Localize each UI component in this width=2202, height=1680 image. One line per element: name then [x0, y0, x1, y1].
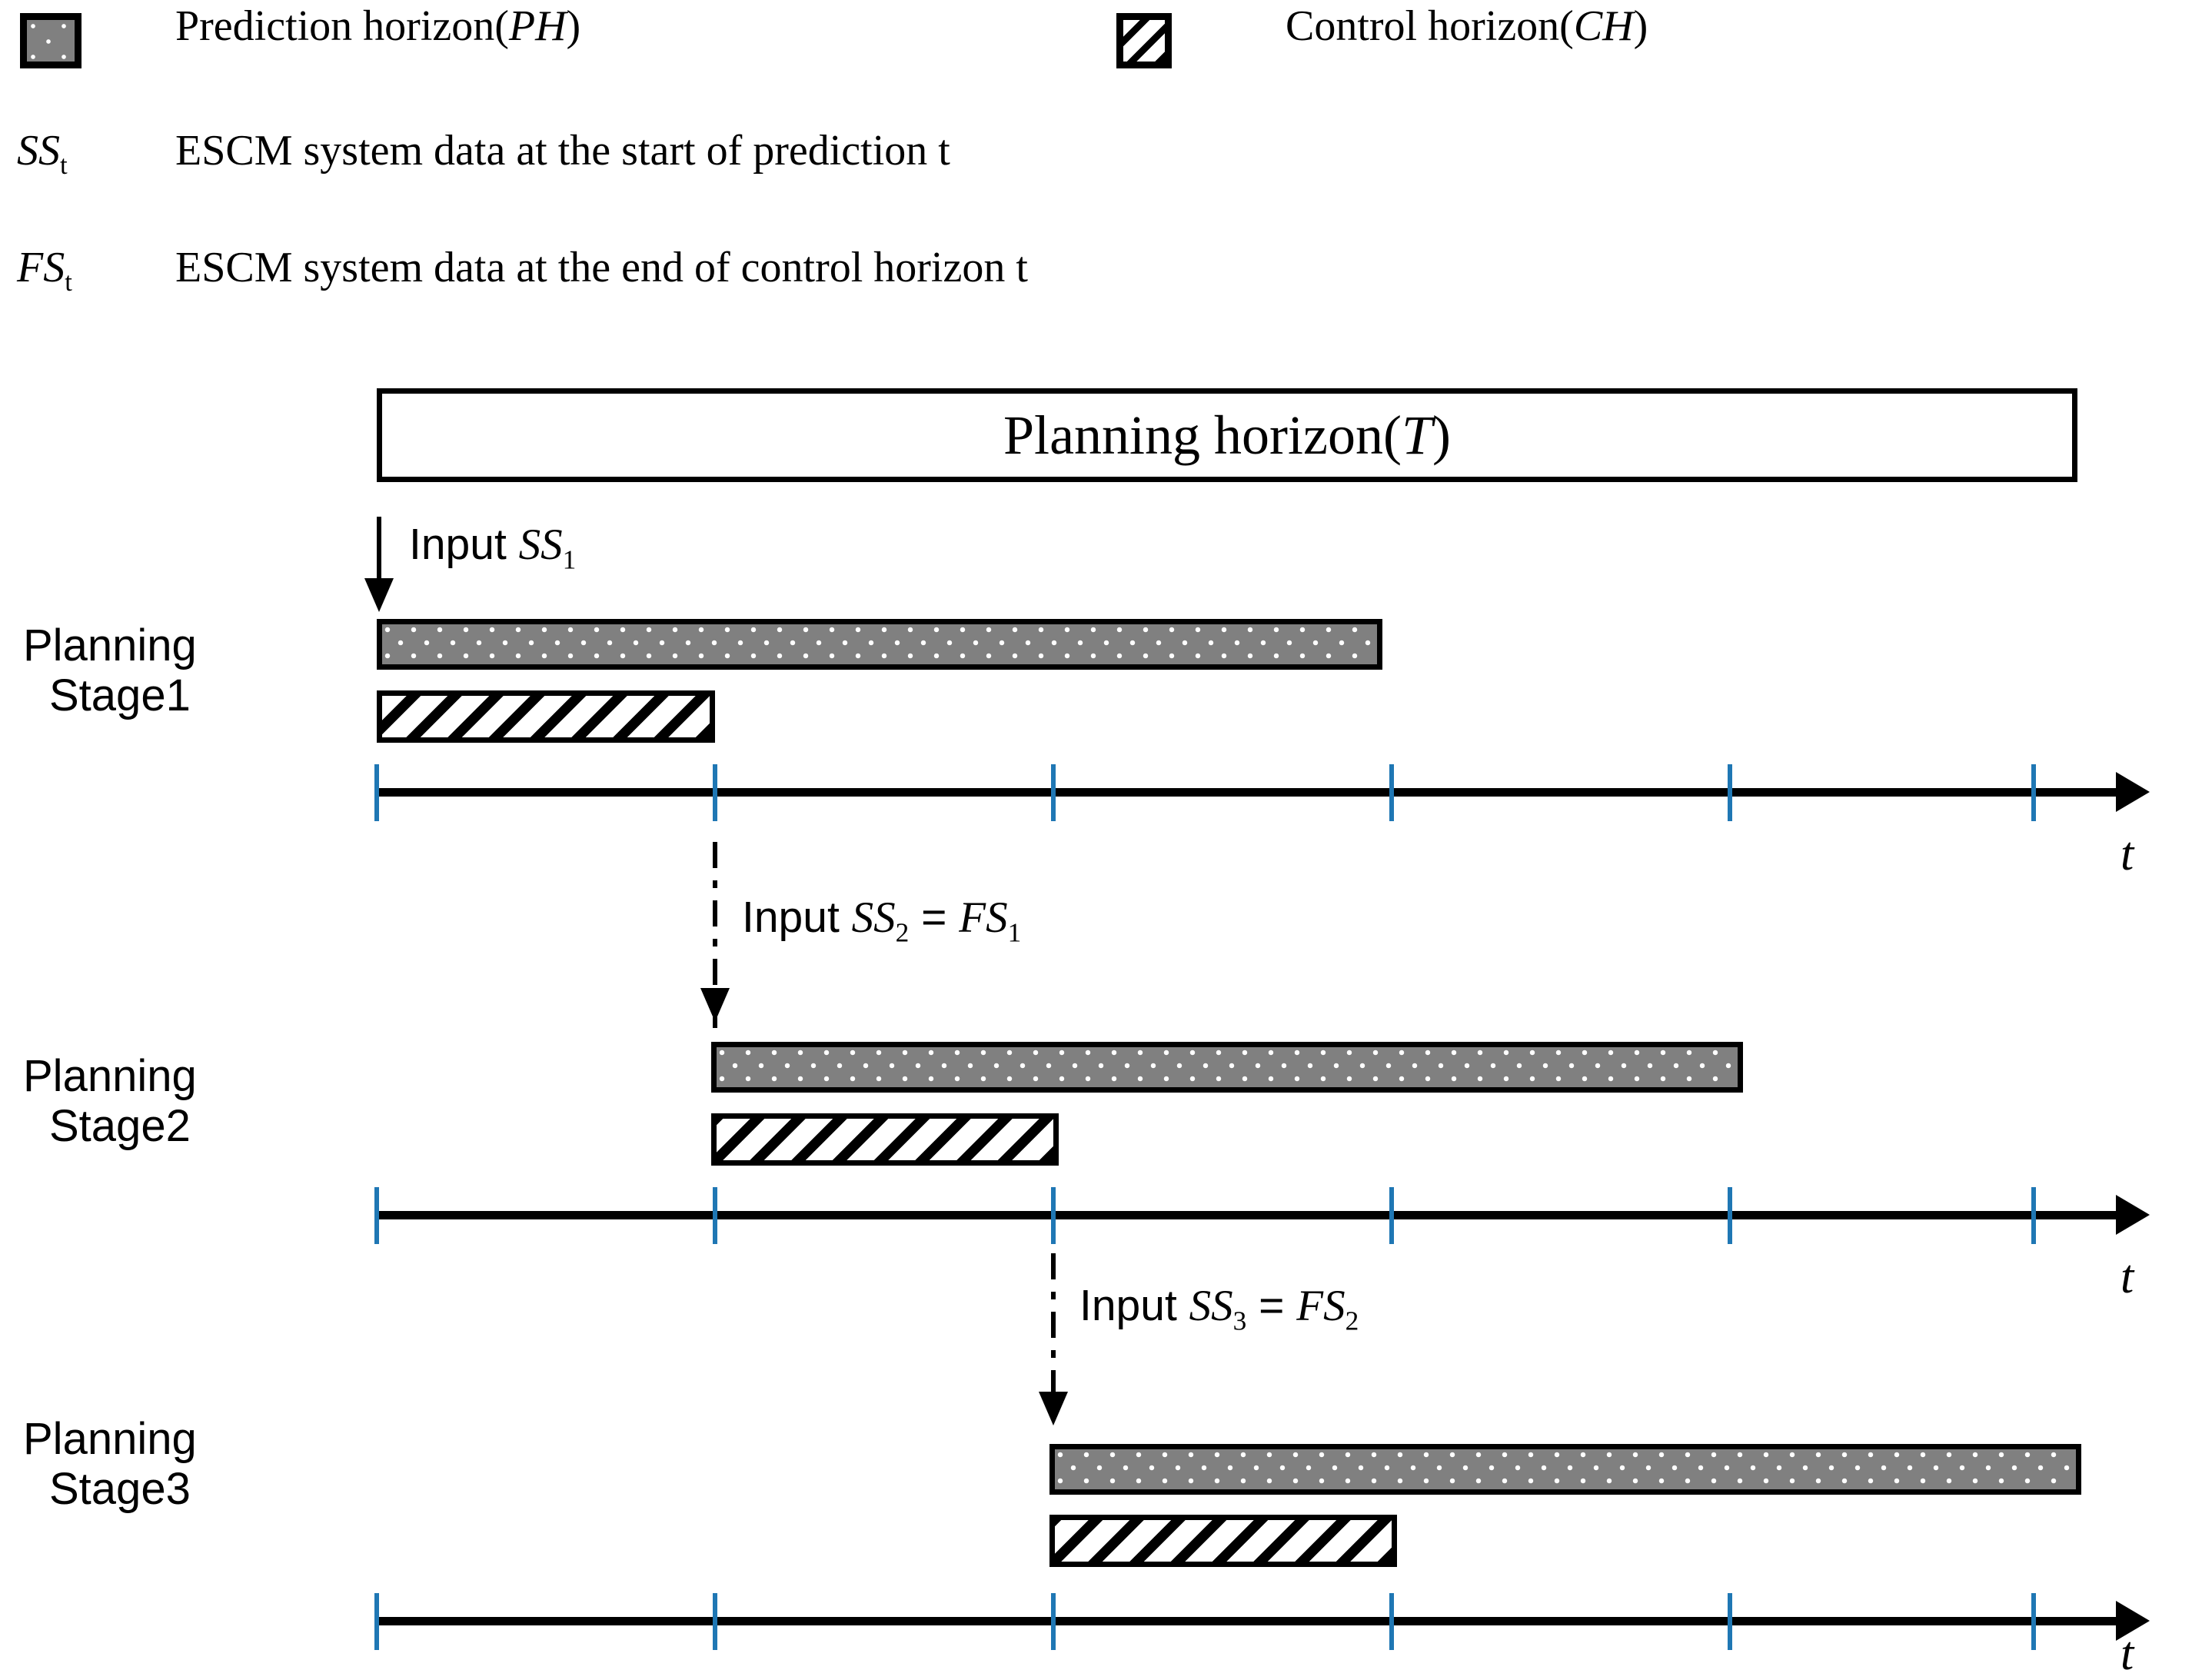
input-arrow-head-3: [1039, 1392, 1068, 1426]
legend-ch-text: Control horizon(: [1286, 2, 1574, 50]
axis-tick: [1051, 1187, 1056, 1244]
stage-2-label-line1: Planning: [23, 1051, 197, 1101]
axis-tick: [2031, 1593, 2036, 1650]
input-2-math: SS2: [851, 893, 910, 948]
planning-horizon-label: Planning horizon(T): [382, 394, 2072, 477]
axis-tick: [713, 1593, 717, 1650]
input-1-math: SS1: [518, 521, 577, 575]
axis-tick: [1389, 764, 1394, 821]
input-2-subscript2: 1: [1007, 917, 1022, 948]
input-2-equals: =: [909, 893, 960, 942]
stage-label-3: Planning Stage3: [23, 1414, 197, 1515]
axis-tick: [1728, 1593, 1732, 1650]
axis-tick: [2031, 1187, 2036, 1244]
input-3-math2: FS2: [1296, 1282, 1359, 1336]
timeline-axis-1: [377, 788, 2121, 797]
timeline-axis-arrowhead-3: [2116, 1601, 2150, 1641]
input-label-1: Input SS1: [409, 523, 576, 574]
definition-text-fs: ESCM system data at the end of control h…: [175, 244, 1028, 291]
axis-tick: [1389, 1593, 1394, 1650]
legend-ph-math: PH: [508, 2, 567, 50]
axis-tick: [1728, 1187, 1732, 1244]
control-horizon-bar-2: [711, 1113, 1059, 1166]
definition-ss-base: SS: [17, 127, 60, 175]
stage-1-label-line2: Stage1: [49, 670, 191, 720]
input-arrow-head-2: [700, 988, 730, 1022]
planning-horizon-math: T: [1401, 404, 1432, 466]
input-3-subscript2: 2: [1345, 1306, 1359, 1336]
input-3-prefix: Input: [1079, 1281, 1189, 1330]
axis-tick: [374, 1187, 379, 1244]
legend-ph-tail: ): [566, 2, 581, 50]
planning-horizon-tail: ): [1432, 404, 1451, 466]
axis-tick: [1389, 1187, 1394, 1244]
input-arrow-head-1: [364, 578, 394, 612]
definition-fs-subscript: t: [65, 267, 72, 298]
input-3-subscript: 3: [1232, 1306, 1247, 1336]
axis-tick: [713, 1187, 717, 1244]
prediction-horizon-bar-1: [377, 619, 1382, 670]
stage-1-label-line1: Planning: [23, 620, 197, 670]
axis-tick: [374, 764, 379, 821]
axis-label-t-1: t: [2121, 828, 2134, 880]
input-arrow-stem-1: [377, 517, 381, 583]
input-arrow-stem-3: [1051, 1253, 1056, 1429]
axis-tick: [2031, 764, 2036, 821]
definition-text-ss: ESCM system data at the start of predict…: [175, 127, 950, 175]
legend-ch-tail: ): [1633, 2, 1648, 50]
input-label-2: Input SS2 = FS1: [742, 896, 1021, 946]
legend-swatch-control-horizon: [1116, 13, 1172, 68]
legend-ph-text: Prediction horizon(: [175, 2, 509, 50]
stage-label-1: Planning Stage1: [23, 620, 197, 721]
timeline-axis-3: [377, 1617, 2121, 1625]
axis-label-t-2: t: [2121, 1251, 2134, 1303]
planning-horizon-box: Planning horizon(T): [377, 388, 2077, 482]
input-3-equals: =: [1246, 1281, 1297, 1330]
prediction-horizon-bar-2: [711, 1042, 1743, 1093]
control-horizon-bar-1: [377, 690, 715, 743]
legend-ch-math: CH: [1573, 2, 1634, 50]
axis-tick: [1051, 764, 1056, 821]
definition-symbol-ss: SSt: [17, 129, 68, 179]
stage-3-label-line2: Stage3: [49, 1463, 191, 1514]
prediction-horizon-bar-3: [1049, 1444, 2081, 1495]
axis-tick: [374, 1593, 379, 1650]
input-arrow-stem-2: [713, 842, 717, 1028]
input-2-prefix: Input: [742, 893, 852, 942]
stage-3-label-line1: Planning: [23, 1414, 197, 1464]
input-1-prefix: Input: [409, 520, 519, 569]
control-horizon-bar-3: [1049, 1515, 1397, 1567]
stage-label-2: Planning Stage2: [23, 1051, 197, 1152]
axis-tick: [1051, 1593, 1056, 1650]
legend-label-control-horizon: Control horizon(CH): [1286, 5, 1648, 48]
timeline-axis-arrowhead-1: [2116, 772, 2150, 812]
stage-2-label-line2: Stage2: [49, 1100, 191, 1151]
input-label-3: Input SS3 = FS2: [1079, 1284, 1359, 1335]
input-2-subscript: 2: [895, 917, 910, 948]
definition-fs-base: FS: [17, 244, 65, 291]
timeline-axis-2: [377, 1211, 2121, 1219]
axis-label-t-3: t: [2121, 1628, 2134, 1680]
planning-horizon-text: Planning horizon(: [1003, 404, 1402, 466]
input-2-math2: FS1: [959, 893, 1022, 948]
legend-swatch-prediction-horizon: [20, 13, 81, 68]
input-3-math: SS3: [1189, 1282, 1247, 1336]
definition-symbol-fs: FSt: [17, 246, 72, 296]
definition-ss-subscript: t: [60, 150, 68, 181]
legend-label-prediction-horizon: Prediction horizon(PH): [175, 5, 580, 48]
axis-tick: [1728, 764, 1732, 821]
axis-tick: [713, 764, 717, 821]
input-1-subscript: 1: [562, 544, 577, 575]
timeline-axis-arrowhead-2: [2116, 1195, 2150, 1235]
